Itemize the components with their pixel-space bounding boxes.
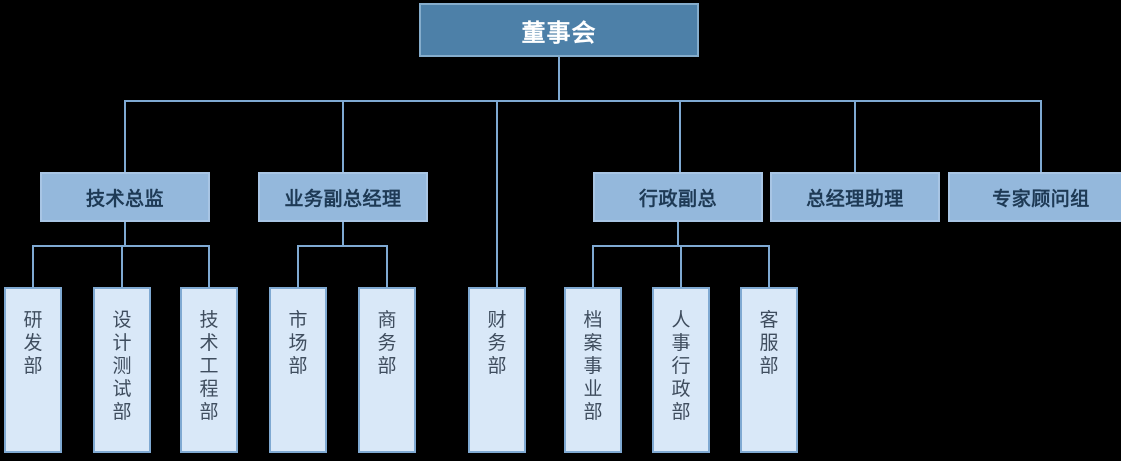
connector-drop-commerce (386, 246, 388, 287)
org-node-design-test-dept-label: 设计测试部 (112, 310, 132, 423)
connector-drop-tech-eng (208, 246, 210, 287)
connector-drop-expert-group (1040, 100, 1042, 172)
org-node-finance-dept[interactable]: 财务部 (468, 287, 526, 453)
org-node-hr-admin-dept-label: 人事行政部 (671, 310, 691, 423)
org-node-expert-advisory-group[interactable]: 专家顾问组 (948, 172, 1121, 222)
connector-tech-stem (124, 222, 126, 246)
connector-drop-customer-service (768, 246, 770, 287)
org-node-board-label: 董事会 (521, 19, 597, 47)
org-node-admin-deputy-label: 行政副总 (638, 188, 717, 210)
connector-drop-gm-assistant (854, 100, 856, 172)
org-node-finance-dept-label: 财务部 (487, 310, 507, 377)
connector-business-stem (342, 222, 344, 246)
org-node-gm-assistant[interactable]: 总经理助理 (770, 172, 940, 222)
org-node-gm-assistant-label: 总经理助理 (806, 188, 904, 210)
org-node-archives-dept[interactable]: 档案事业部 (564, 287, 622, 453)
org-node-commerce-dept[interactable]: 商务部 (358, 287, 416, 453)
org-node-archives-dept-label: 档案事业部 (583, 310, 603, 423)
connector-drop-business-gm (342, 100, 344, 172)
connector-drop-admin-deputy (679, 100, 681, 172)
org-node-marketing-dept[interactable]: 市场部 (269, 287, 327, 453)
org-node-customer-service-dept-label: 客服部 (759, 310, 779, 377)
org-node-business-deputy-gm-label: 业务副总经理 (284, 188, 402, 210)
org-node-admin-deputy[interactable]: 行政副总 (593, 172, 763, 222)
org-node-design-test-dept[interactable]: 设计测试部 (93, 287, 151, 453)
connector-drop-tech-director (124, 100, 126, 172)
org-node-customer-service-dept[interactable]: 客服部 (740, 287, 798, 453)
org-node-commerce-dept-label: 商务部 (377, 310, 397, 377)
connector-drop-finance (496, 100, 498, 287)
connector-business-horizontal (297, 245, 388, 247)
org-node-tech-director[interactable]: 技术总监 (40, 172, 210, 222)
org-node-hr-admin-dept[interactable]: 人事行政部 (652, 287, 710, 453)
connector-drop-marketing (297, 246, 299, 287)
org-node-business-deputy-gm[interactable]: 业务副总经理 (258, 172, 428, 222)
connector-drop-design-test (121, 246, 123, 287)
org-node-rd-dept[interactable]: 研发部 (4, 287, 62, 453)
org-node-tech-director-label: 技术总监 (85, 188, 164, 210)
connector-drop-archives (592, 246, 594, 287)
connector-admin-stem (677, 222, 679, 246)
org-node-expert-advisory-group-label: 专家顾问组 (992, 188, 1090, 210)
org-node-marketing-dept-label: 市场部 (288, 310, 308, 377)
connector-root-stem (558, 57, 560, 101)
org-node-tech-engineering-dept-label: 技术工程部 (199, 310, 219, 423)
org-node-tech-engineering-dept[interactable]: 技术工程部 (180, 287, 238, 453)
connector-drop-rd (32, 246, 34, 287)
connector-main-horizontal (124, 100, 1042, 102)
connector-drop-hr-admin (680, 246, 682, 287)
org-node-board[interactable]: 董事会 (419, 3, 699, 57)
org-node-rd-dept-label: 研发部 (23, 310, 43, 377)
